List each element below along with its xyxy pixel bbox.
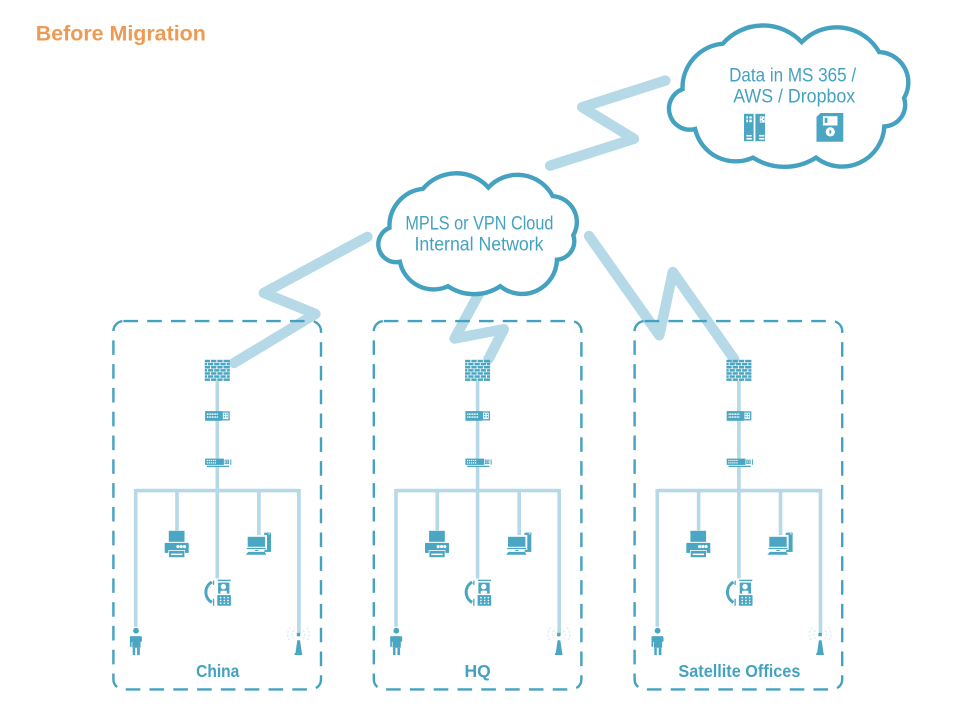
svg-text:MPLS or VPN Cloud: MPLS or VPN Cloud	[405, 213, 553, 234]
svg-text:Internal Network: Internal Network	[415, 235, 544, 256]
svg-text:Data in MS 365 /: Data in MS 365 /	[729, 66, 857, 87]
svg-text:China: China	[196, 661, 239, 681]
svg-text:Satellite Offices: Satellite Offices	[678, 661, 800, 681]
svg-text:HQ: HQ	[464, 661, 490, 681]
svg-text:AWS / Dropbox: AWS / Dropbox	[733, 87, 855, 108]
svg-text:Before Migration: Before Migration	[36, 21, 206, 45]
